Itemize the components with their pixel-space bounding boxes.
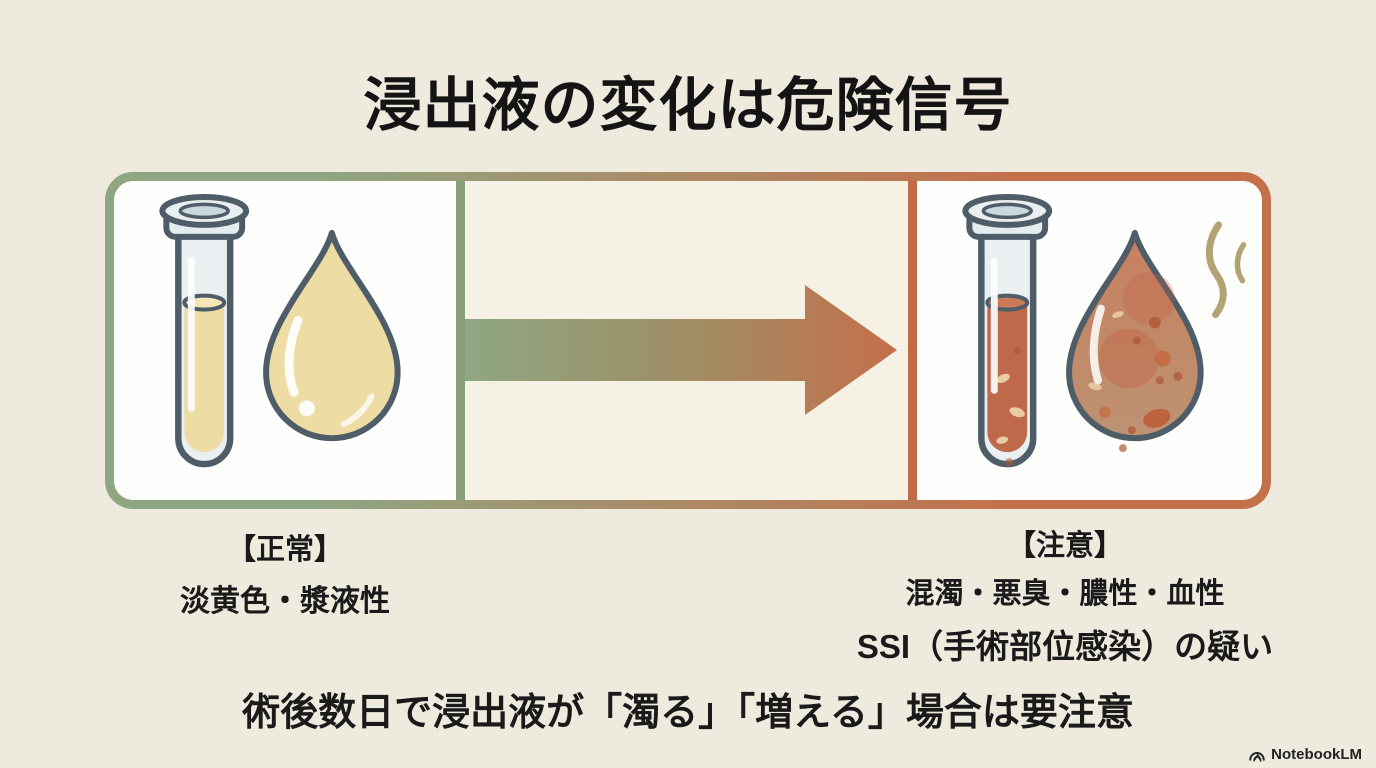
odor-icon (1205, 221, 1247, 319)
footer-note: 術後数日で浸出液が「濁る」「増える」場合は要注意 (242, 692, 1134, 734)
test-tube-icon (159, 193, 250, 468)
watermark: NotebookLM (1248, 746, 1362, 763)
caution-caption: 【注意】 混濁・悪臭・膿性・血性 SSI（手術部位感染）の疑い (815, 522, 1315, 668)
droplet-icon (263, 229, 401, 442)
caution-panel (917, 181, 1262, 500)
caution-description: 混濁・悪臭・膿性・血性 (905, 578, 1225, 610)
caution-illustration (962, 193, 1247, 468)
page-title: 浸出液の変化は危険信号 (363, 73, 1013, 138)
test-tube-icon (962, 193, 1053, 468)
normal-illustration (159, 193, 401, 468)
arrow-icon (465, 285, 897, 415)
normal-caption: 【正常】 淡黄色・漿液性 (105, 526, 465, 620)
caution-heading: 【注意】 (1006, 530, 1123, 562)
transition-panel (465, 181, 908, 500)
caution-diagnosis: SSI（手術部位感染）の疑い (856, 628, 1274, 665)
normal-heading: 【正常】 (226, 534, 343, 566)
divider-normal (456, 181, 465, 500)
notebooklm-logo-icon (1249, 752, 1265, 762)
diagram-band (105, 172, 1271, 509)
normal-description: 淡黄色・漿液性 (180, 585, 390, 618)
droplet-icon (1066, 229, 1204, 453)
watermark-label: NotebookLM (1271, 746, 1362, 763)
normal-panel (114, 181, 456, 500)
divider-caution (908, 181, 917, 500)
